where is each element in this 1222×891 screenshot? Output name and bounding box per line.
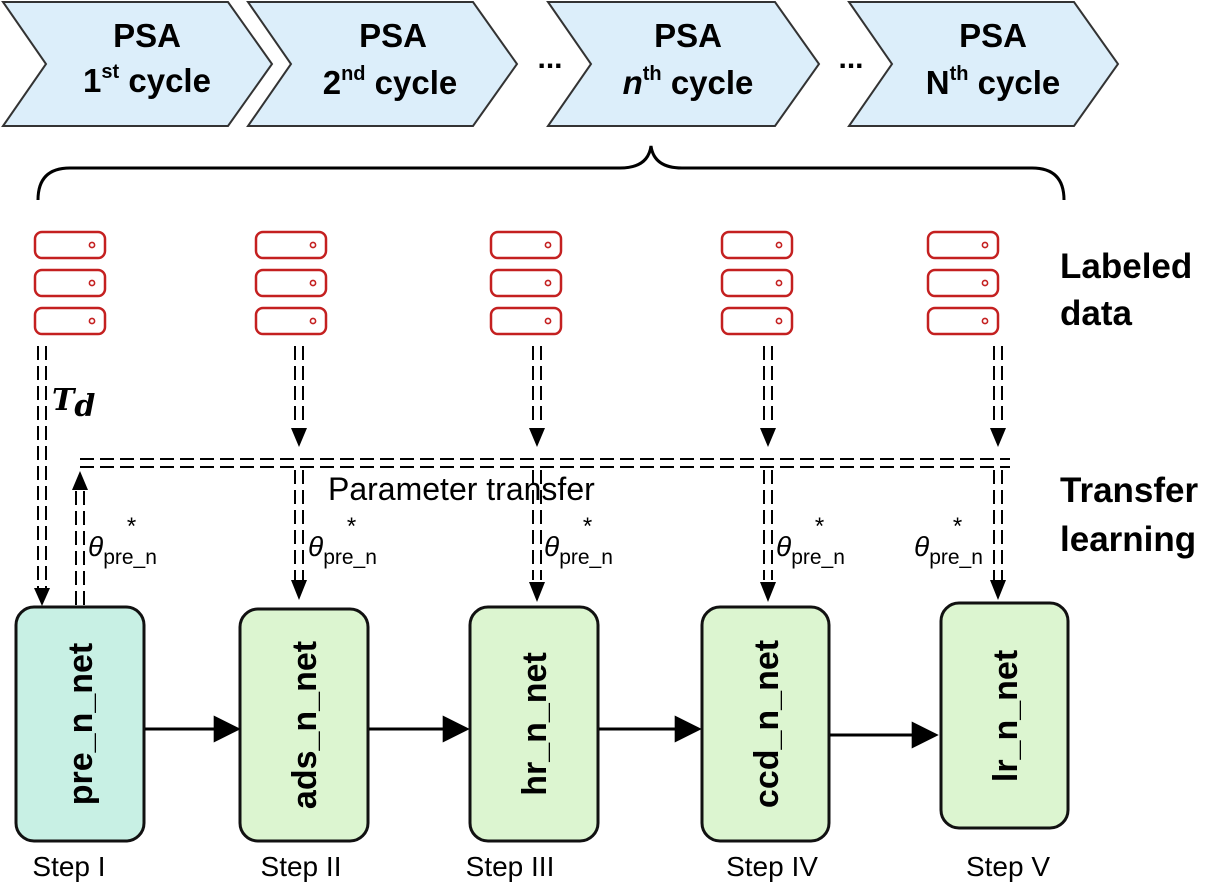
ellipsis-2: ... — [838, 42, 863, 75]
step-label: Step I — [32, 851, 105, 882]
step-label: Step V — [966, 851, 1050, 882]
theta-label: θpre_n* — [308, 513, 377, 569]
psa-cycle-2-title: PSA — [359, 17, 427, 54]
psa-cycle-2: PSA 2nd cycle — [246, 1, 519, 127]
psa-cycle-2-label: 2nd cycle — [323, 63, 458, 101]
labeled-data-line2: data — [1060, 294, 1133, 333]
net-label: pre_n_net — [62, 643, 100, 806]
net-box-hr: hr_n_net — [468, 605, 600, 843]
database-icon — [33, 230, 107, 336]
net-label: ads_n_net — [286, 641, 324, 809]
psa-cycle-N: PSA Nth cycle — [847, 1, 1120, 127]
database-icon — [489, 230, 563, 336]
curly-brace — [36, 145, 1066, 201]
labeled-data-line1: Labeled — [1060, 247, 1192, 286]
net-label: lr_n_net — [987, 650, 1025, 782]
step-label: Step III — [466, 851, 555, 882]
net-box-pre: pre_n_net — [14, 605, 146, 843]
psa-cycle-n-title: PSA — [654, 17, 722, 54]
theta-label: θpre_n* — [776, 513, 845, 569]
transfer-learning-line1: Transfer — [1060, 471, 1198, 510]
data-flow-lines — [37, 346, 1010, 605]
database-icon — [926, 230, 1000, 336]
ellipsis-1: ... — [537, 42, 562, 75]
step-label: Step II — [261, 851, 342, 882]
psa-cycle-n: PSA nth cycle — [546, 1, 821, 127]
parameter-transfer-label: Parameter transfer — [328, 471, 595, 507]
psa-cycle-1-title: PSA — [113, 17, 181, 54]
net-label: hr_n_net — [516, 652, 554, 796]
psa-cycle-N-title: PSA — [959, 17, 1027, 54]
psa-cycle-1-label: 1st cycle — [83, 61, 211, 99]
td-label: Td — [52, 383, 95, 424]
psa-cycle-1: PSA 1st cycle — [1, 1, 274, 127]
sequence-arrows — [145, 715, 939, 749]
data-flow-arrowheads — [34, 428, 1006, 606]
net-box-ccd: ccd_n_net — [700, 605, 831, 843]
theta-label: θpre_n* — [544, 513, 613, 569]
transfer-learning-line2: learning — [1060, 520, 1196, 559]
psa-cycle-N-label: Nth cycle — [926, 63, 1060, 101]
net-box-ads: ads_n_net — [238, 607, 370, 843]
database-icon — [254, 230, 328, 336]
database-icon — [720, 230, 794, 336]
net-box-lr: lr_n_net — [939, 601, 1070, 830]
theta-label: θpre_n* — [88, 513, 157, 569]
psa-cycle-n-label: nth cycle — [623, 63, 754, 101]
theta-label: θpre_n* — [914, 513, 983, 569]
step-label: Step IV — [726, 851, 818, 882]
net-label: ccd_n_net — [748, 640, 786, 808]
